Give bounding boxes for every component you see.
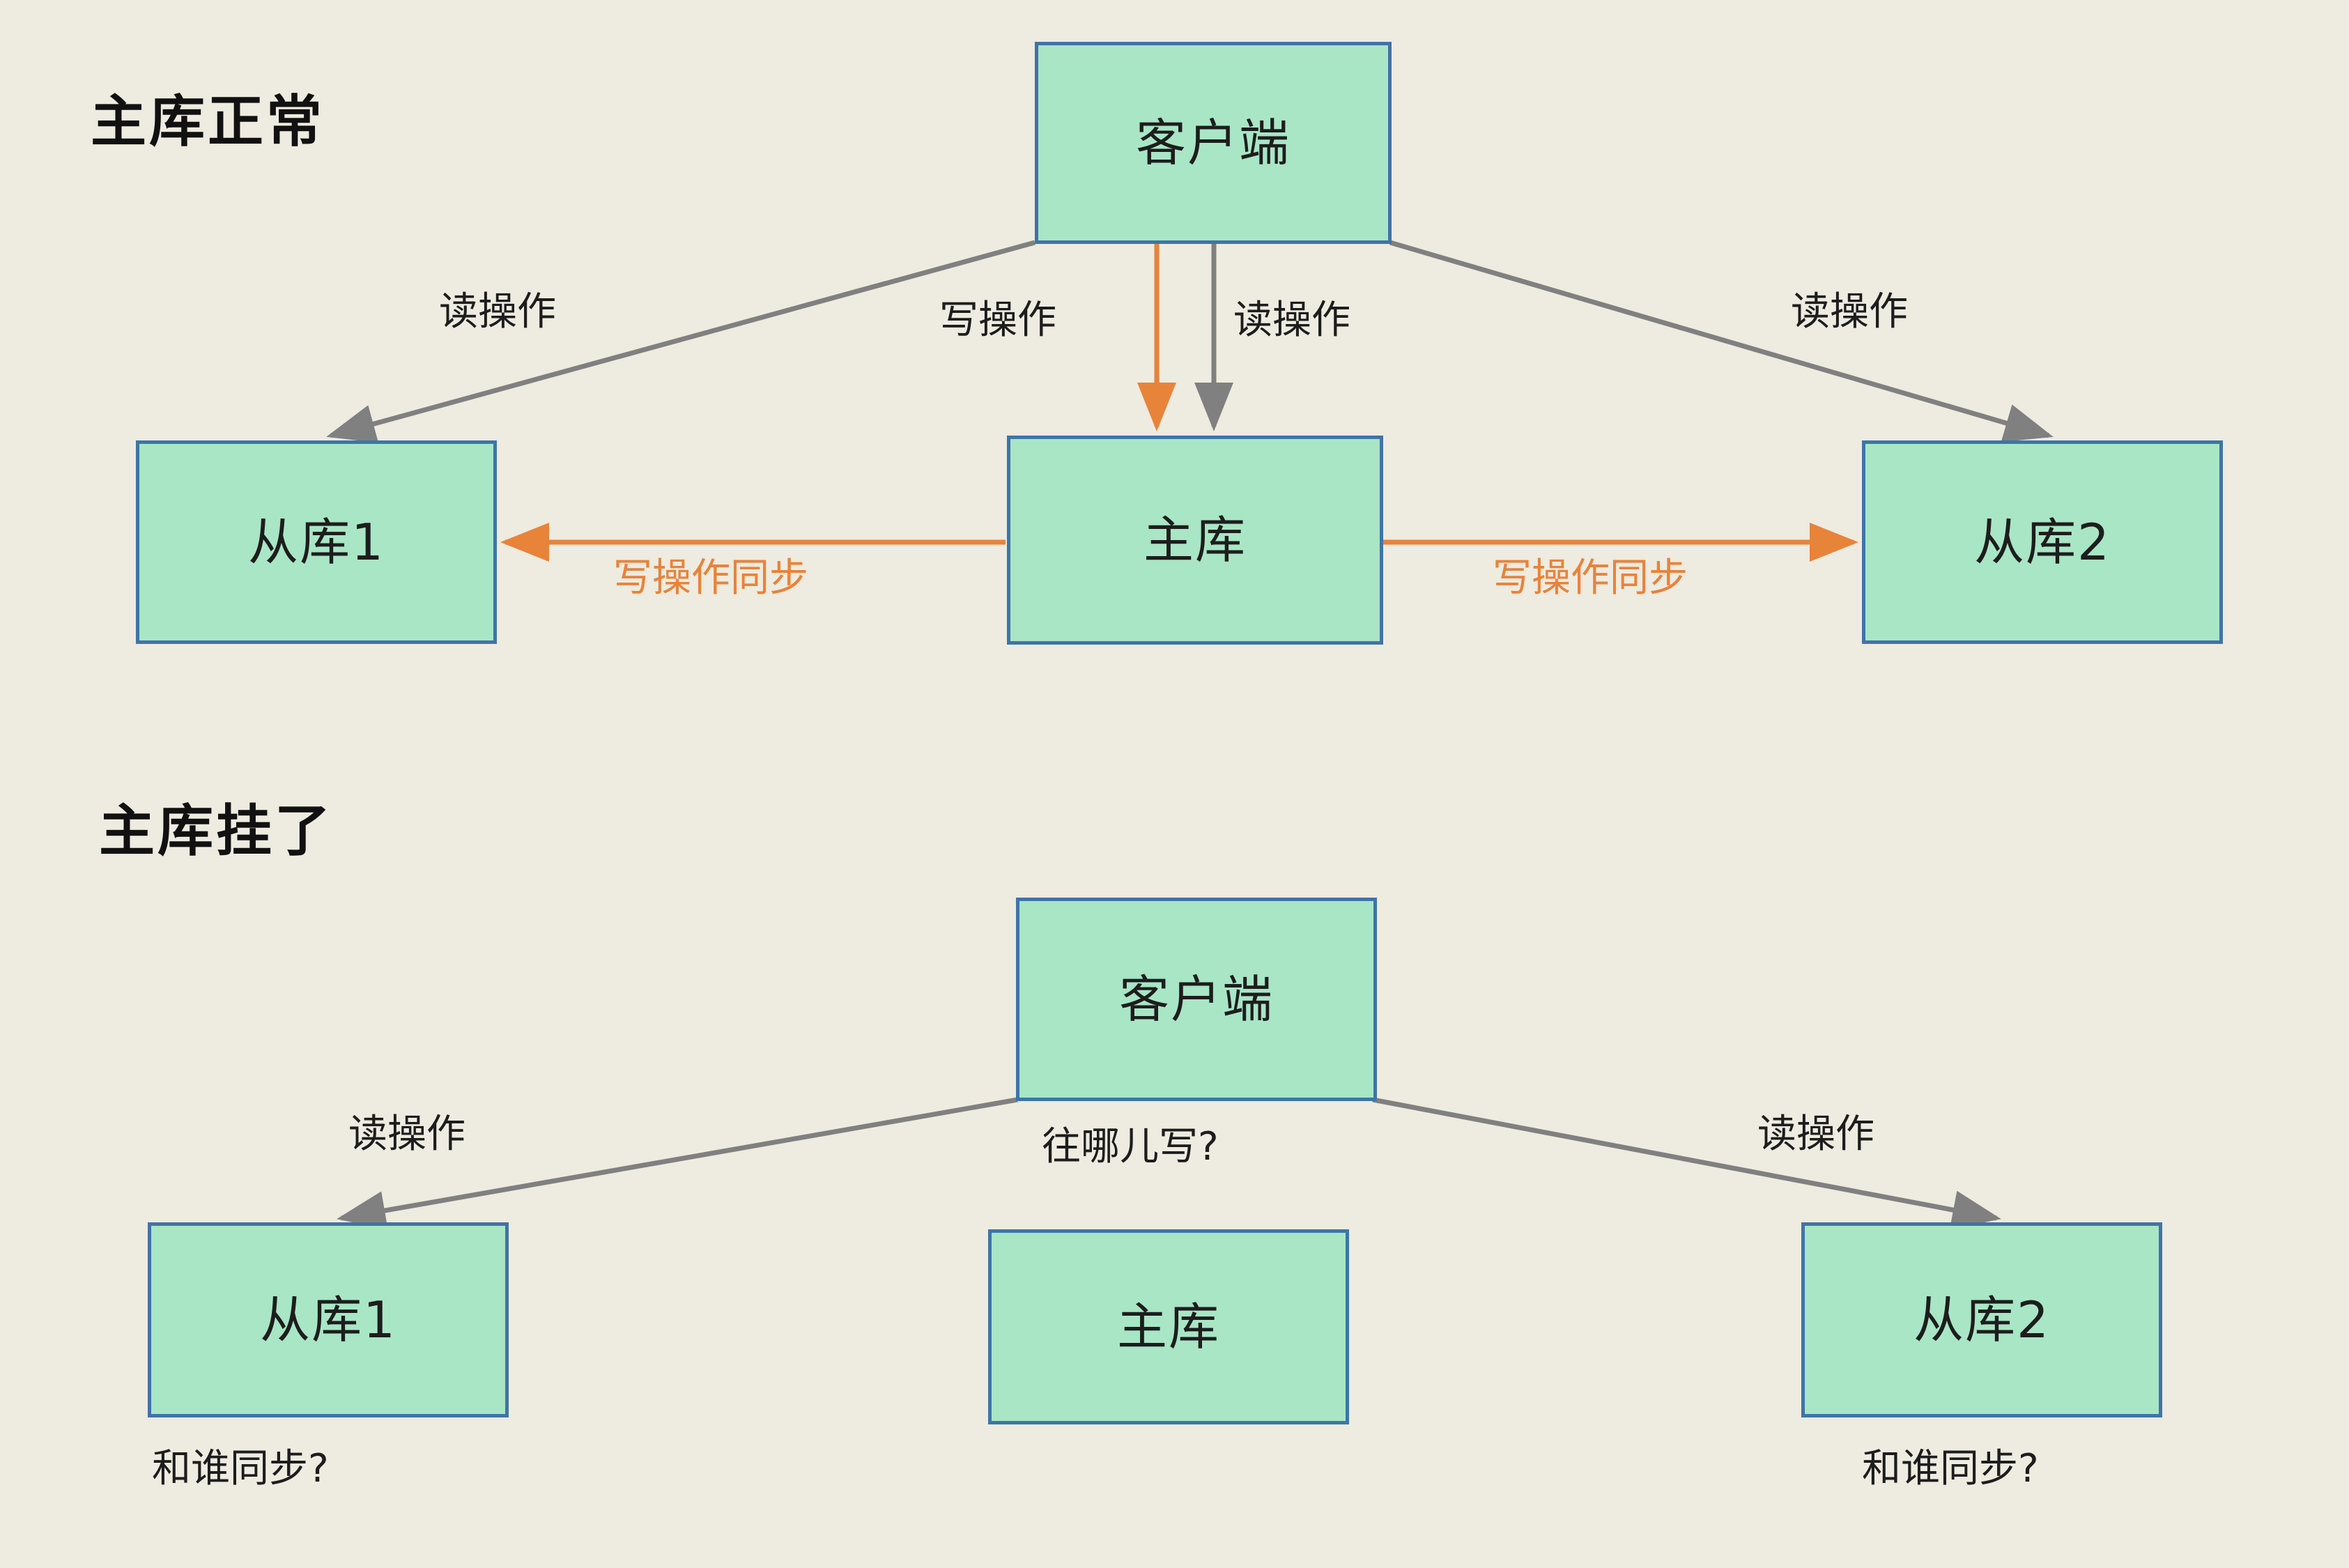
node-slave1-bottom[interactable]: 从库1 <box>148 1222 509 1417</box>
note-slave2-sync-question: 和谁同步? <box>1862 1446 2039 1491</box>
node-slave1-top-label: 从库1 <box>248 513 385 571</box>
edge-client-to-slave2-read-2 <box>1372 1097 2001 1229</box>
section-title-master-down: 主库挂了 <box>99 799 333 863</box>
edge-label-client-to-slave1-read: 读操作 <box>439 289 556 335</box>
node-client-bottom[interactable]: 客户端 <box>1016 898 1377 1101</box>
node-slave1-top[interactable]: 从库1 <box>136 440 497 644</box>
node-client-top-label: 客户端 <box>1135 114 1291 172</box>
node-slave2-bottom-label: 从库2 <box>1913 1291 2050 1349</box>
node-slave2-top[interactable]: 从库2 <box>1862 440 2223 644</box>
node-slave2-bottom[interactable]: 从库2 <box>1801 1222 2162 1417</box>
edge-label-client-to-slave1-read-2: 读操作 <box>348 1112 465 1157</box>
edge-label-client-to-slave2-read: 读操作 <box>1791 289 1908 335</box>
node-master-top[interactable]: 主库 <box>1007 436 1383 645</box>
node-client-top[interactable]: 客户端 <box>1035 42 1392 244</box>
node-master-top-label: 主库 <box>1143 511 1247 569</box>
node-master-bottom[interactable]: 主库 <box>988 1229 1349 1424</box>
node-slave2-top-label: 从库2 <box>1974 513 2111 571</box>
edge-client-to-slave1-read <box>326 240 1035 443</box>
edge-label-master-to-slave1-sync: 写操作同步 <box>613 555 808 601</box>
edge-label-master-to-slave2-sync: 写操作同步 <box>1493 555 1688 601</box>
node-master-bottom-label: 主库 <box>1116 1298 1220 1356</box>
node-client-bottom-label: 客户端 <box>1118 970 1274 1029</box>
edge-label-client-to-master-read: 读操作 <box>1233 298 1350 343</box>
edge-label-client-to-slave2-read-2: 读操作 <box>1757 1112 1874 1157</box>
section-title-master-ok: 主库正常 <box>91 89 325 154</box>
edge-client-to-slave2-read <box>1389 240 2054 443</box>
note-slave1-sync-question: 和谁同步? <box>152 1446 329 1491</box>
edge-label-client-write-question: 往哪儿写? <box>1042 1124 1219 1169</box>
edge-label-client-to-master-write: 写操作 <box>939 298 1056 343</box>
node-slave1-bottom-label: 从库1 <box>260 1291 396 1349</box>
